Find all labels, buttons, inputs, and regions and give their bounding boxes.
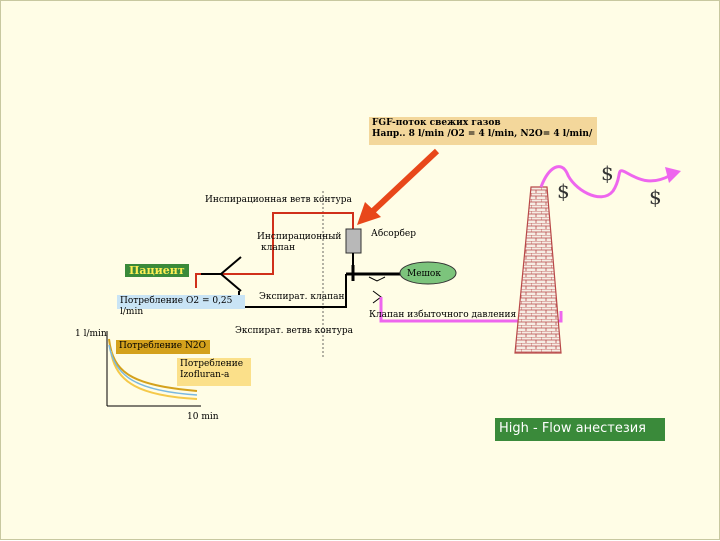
iso-line-1: Потребление xyxy=(180,359,244,369)
exp-valve-label: Экспират. клапан xyxy=(259,292,345,302)
reservoir-bag xyxy=(399,261,457,285)
graph-y-axis-label: 1 l/min xyxy=(75,329,107,339)
dollar-sign-2: $ xyxy=(601,161,614,185)
waste-gas-line xyxy=(379,297,563,323)
insp-valve-line-1: Инспирационный xyxy=(257,232,342,242)
o2-consumption-box: Потребление О2 = 0,25 l/min xyxy=(117,295,245,317)
dollar-sign-3: $ xyxy=(649,185,662,209)
chimney xyxy=(514,186,562,354)
apl-valve-arrow xyxy=(368,276,386,282)
smoke-trail xyxy=(539,165,672,199)
insp-valve-label: Инспирационный клапан xyxy=(257,232,341,254)
absorber-canister xyxy=(345,228,362,254)
graph-x-axis-label: 10 min xyxy=(187,412,219,422)
o2-uptake-curve xyxy=(108,344,198,396)
high-flow-title: High - Flow анестезия xyxy=(495,418,665,441)
fgf-line-1: FGF-поток свежих газов xyxy=(372,118,501,128)
dollar-sign-1: $ xyxy=(557,179,570,203)
insp-valve-line-2: клапан xyxy=(261,243,296,253)
bag-label: Мешок xyxy=(407,269,441,279)
smoke-arrowhead xyxy=(665,167,681,183)
patient-label: Пациент xyxy=(125,264,189,277)
exp-branch-label: Экспират. ветвь контура xyxy=(235,326,354,336)
fgf-line-2: Напр.. 8 l/min /O2 = 4 l/min, N2O= 4 l/m… xyxy=(372,129,593,139)
fgf-arrowhead xyxy=(357,202,381,225)
insp-tube xyxy=(195,212,354,288)
fgf-info-box: FGF-поток свежих газов Напр.. 8 l/min /O… xyxy=(369,117,597,145)
iso-uptake-curve xyxy=(110,350,198,400)
n2o-uptake-curve xyxy=(108,338,198,392)
isoflurane-consumption-box: Потребление Izofluran-a xyxy=(177,358,251,386)
insp-branch-label: Инспирационная ветв контура xyxy=(205,195,352,205)
n2o-consumption-box: Потребление N2O xyxy=(116,340,210,354)
fgf-arrow xyxy=(370,148,440,214)
absorber-label: Абсорбер xyxy=(371,229,416,239)
overpressure-valve-label: Клапан избыточного давления xyxy=(369,310,517,320)
iso-line-2: Izofluran-a xyxy=(180,370,230,380)
